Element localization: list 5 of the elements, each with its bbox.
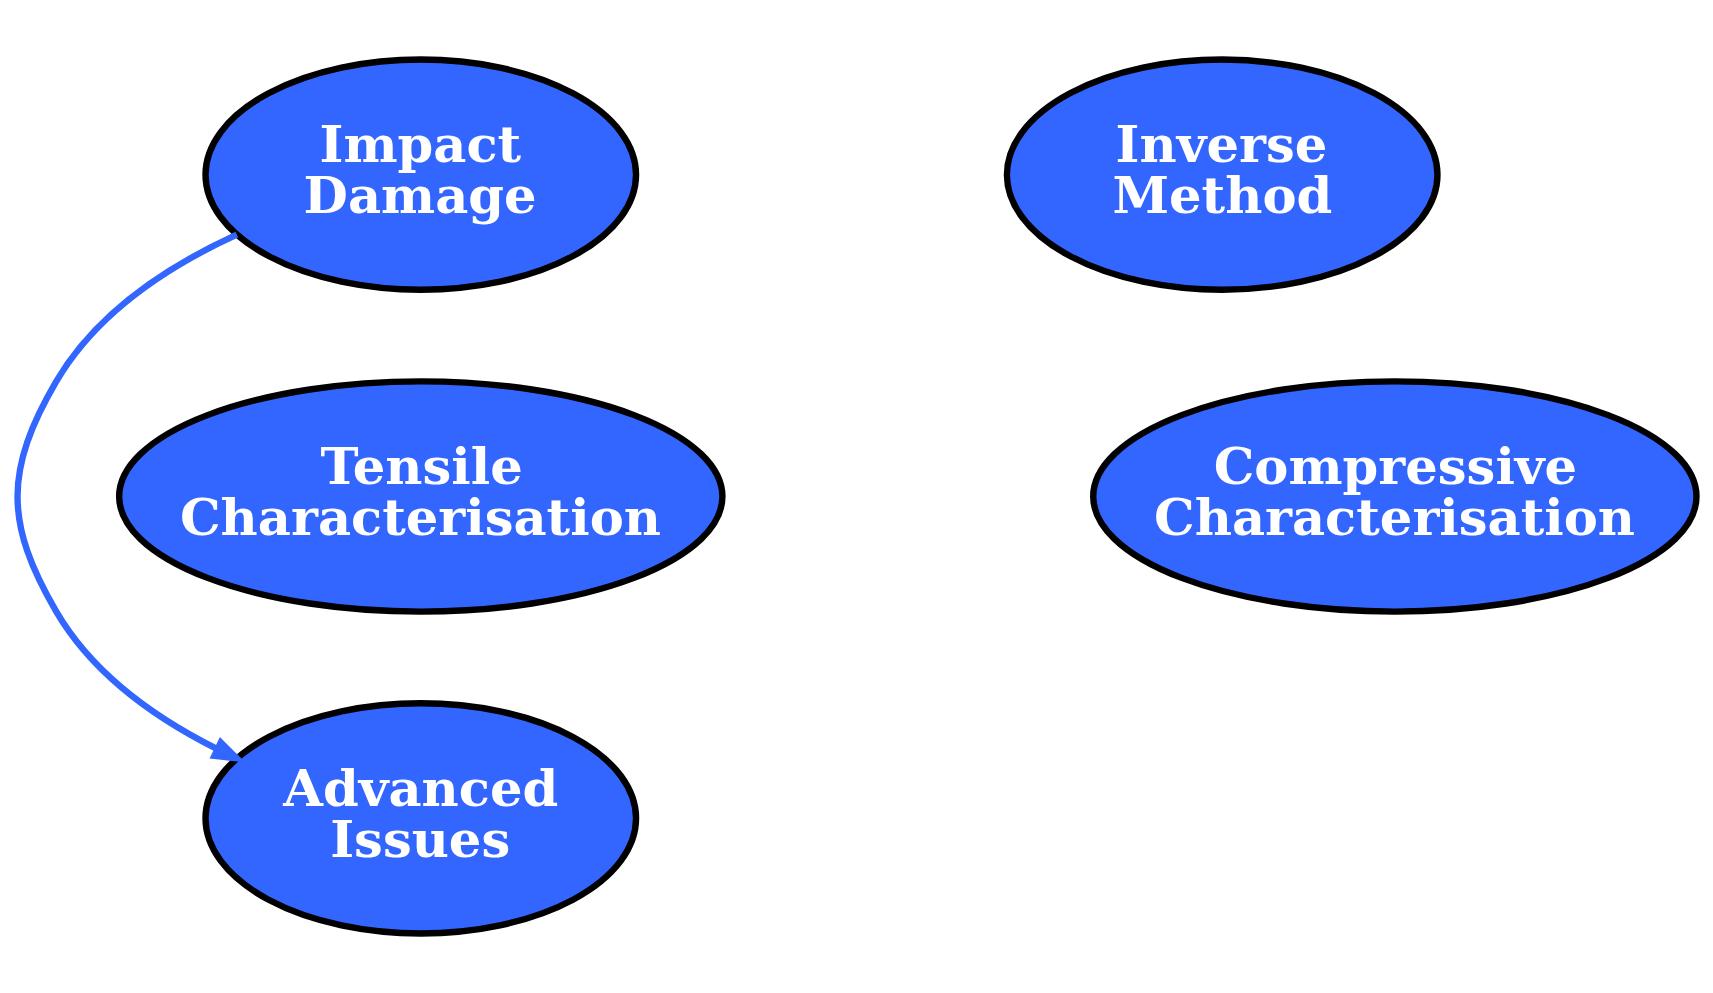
- node-ellipse: Advanced Issues: [201, 700, 639, 937]
- node-ellipse: Tensile Characterisation: [115, 378, 726, 615]
- node-ellipse: Compressive Characterisation: [1089, 378, 1700, 615]
- node-ellipse: Inverse Method: [1003, 56, 1441, 293]
- node-ellipse: Impact Damage: [201, 56, 639, 293]
